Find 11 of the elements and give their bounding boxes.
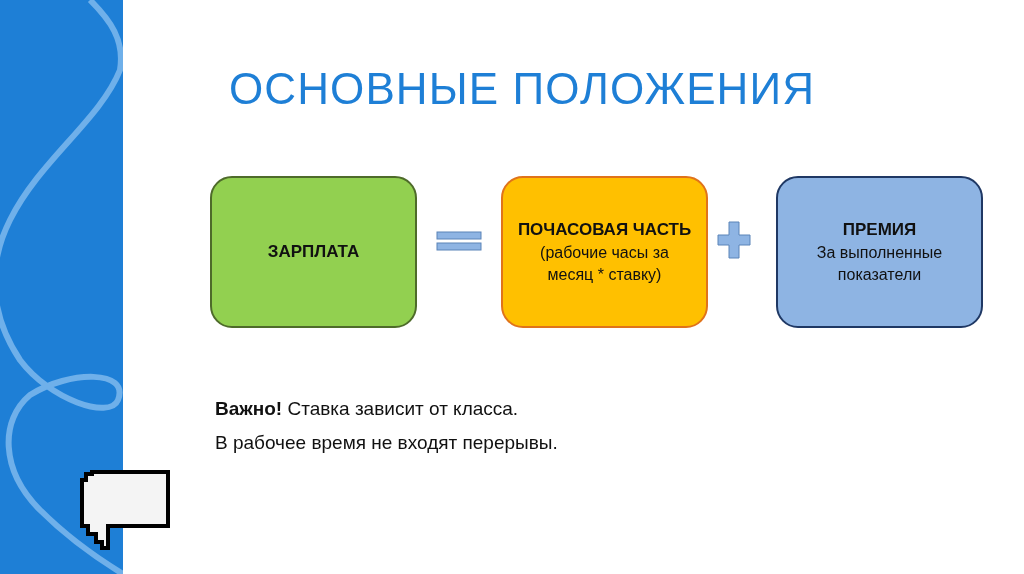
- formula-box: [501, 176, 708, 328]
- box-text: За выполненные показатели: [815, 243, 944, 285]
- note-text: Важно! Ставка зависит от класса.: [215, 397, 520, 421]
- box-heading: ЗАРПЛАТА: [267, 241, 360, 263]
- formula-box: [210, 176, 417, 328]
- box-heading: ПОЧАСОВАЯ ЧАСТЬ: [517, 219, 692, 241]
- box-text: (рабочие часы за месяц * ставку): [539, 243, 670, 285]
- note-text: В рабочее время не входят перерывы.: [215, 431, 558, 455]
- formula-box: [776, 176, 983, 328]
- box-heading: ПРЕМИЯ: [842, 219, 917, 241]
- slide-title: ОСНОВНЫЕ ПОЛОЖЕНИЯ: [229, 63, 816, 115]
